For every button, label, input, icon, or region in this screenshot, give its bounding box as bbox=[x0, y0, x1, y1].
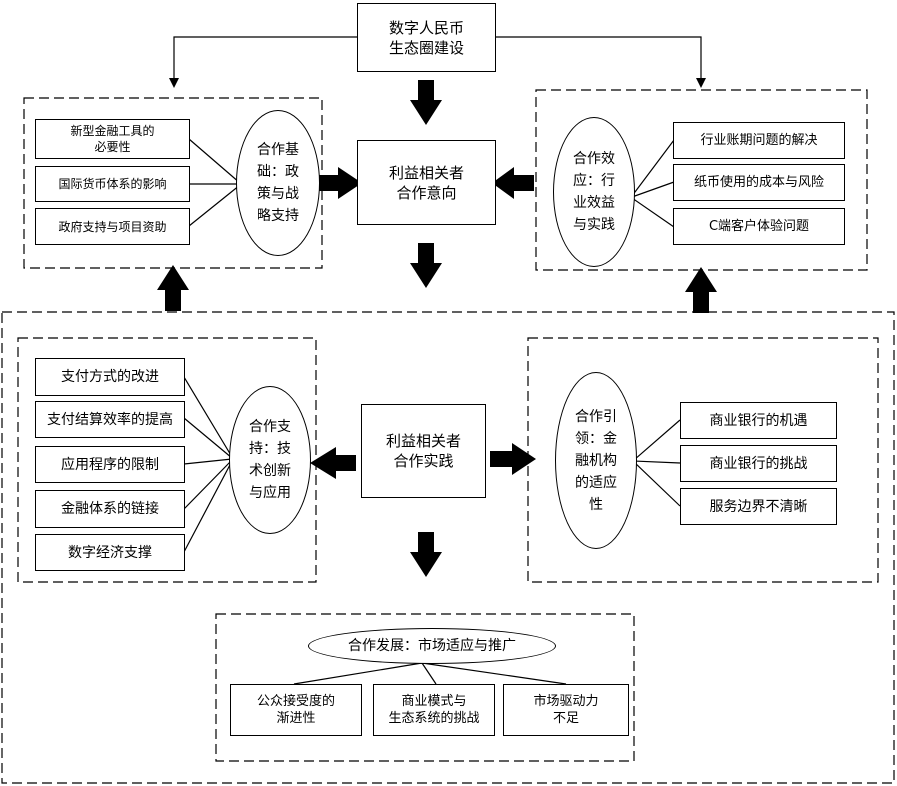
develop-item-2: 商业模式与 生态系统的挑战 bbox=[373, 684, 495, 736]
support-oval: 合作支 持：技 术创新 与应用 bbox=[229, 386, 311, 534]
arrow-up-basis bbox=[157, 265, 189, 311]
lead-item-3: 服务边界不清晰 bbox=[680, 488, 837, 525]
top-title-box: 数字人民币 生态圈建设 bbox=[357, 3, 496, 72]
develop-item-1: 公众接受度的 渐进性 bbox=[230, 684, 362, 736]
arrow-up-effect bbox=[685, 267, 717, 313]
arrow-top-down bbox=[410, 80, 442, 125]
lead-item-1: 商业银行的机遇 bbox=[680, 402, 837, 439]
basis-item-3: 政府支持与项目资助 bbox=[35, 208, 190, 245]
intention-box: 利益相关者 合作意向 bbox=[357, 140, 496, 225]
support-item-2: 支付结算效率的提高 bbox=[35, 401, 185, 438]
effect-item-1: 行业账期问题的解决 bbox=[673, 122, 845, 159]
arrow-practice-right bbox=[490, 443, 536, 475]
line-top-to-effect bbox=[496, 36, 706, 88]
support-item-3: 应用程序的限制 bbox=[35, 446, 185, 483]
line-top-to-basis bbox=[169, 36, 357, 88]
arrow-effect-left bbox=[492, 167, 534, 199]
effect-item-3: C端客户体验问题 bbox=[673, 208, 845, 245]
practice-box: 利益相关者 合作实践 bbox=[361, 404, 486, 498]
frame-develop bbox=[215, 613, 635, 762]
arrow-practice-down bbox=[410, 532, 442, 577]
basis-item-2: 国际货币体系的影响 bbox=[35, 166, 190, 202]
arrow-intention-down bbox=[410, 243, 442, 288]
basis-item-1: 新型金融工具的 必要性 bbox=[35, 119, 190, 159]
effect-item-2: 纸币使用的成本与风险 bbox=[673, 164, 845, 201]
lead-item-2: 商业银行的挑战 bbox=[680, 445, 837, 482]
develop-item-3: 市场驱动力 不足 bbox=[503, 684, 629, 736]
support-item-1: 支付方式的改进 bbox=[35, 358, 185, 396]
arrow-basis-right bbox=[318, 167, 362, 199]
basis-oval: 合作基 础：政 策与战 略支持 bbox=[236, 110, 320, 256]
lead-oval: 合作引 领：金 融机构 的适应 性 bbox=[555, 372, 637, 549]
support-item-4: 金融体系的链接 bbox=[35, 490, 185, 528]
develop-oval: 合作发展：市场适应与推广 bbox=[308, 628, 556, 664]
effect-oval: 合作效 应：行 业效益 与实践 bbox=[553, 117, 635, 267]
support-item-5: 数字经济支撑 bbox=[35, 534, 185, 571]
frame-outer bbox=[1, 311, 895, 784]
arrow-practice-left bbox=[310, 447, 356, 479]
